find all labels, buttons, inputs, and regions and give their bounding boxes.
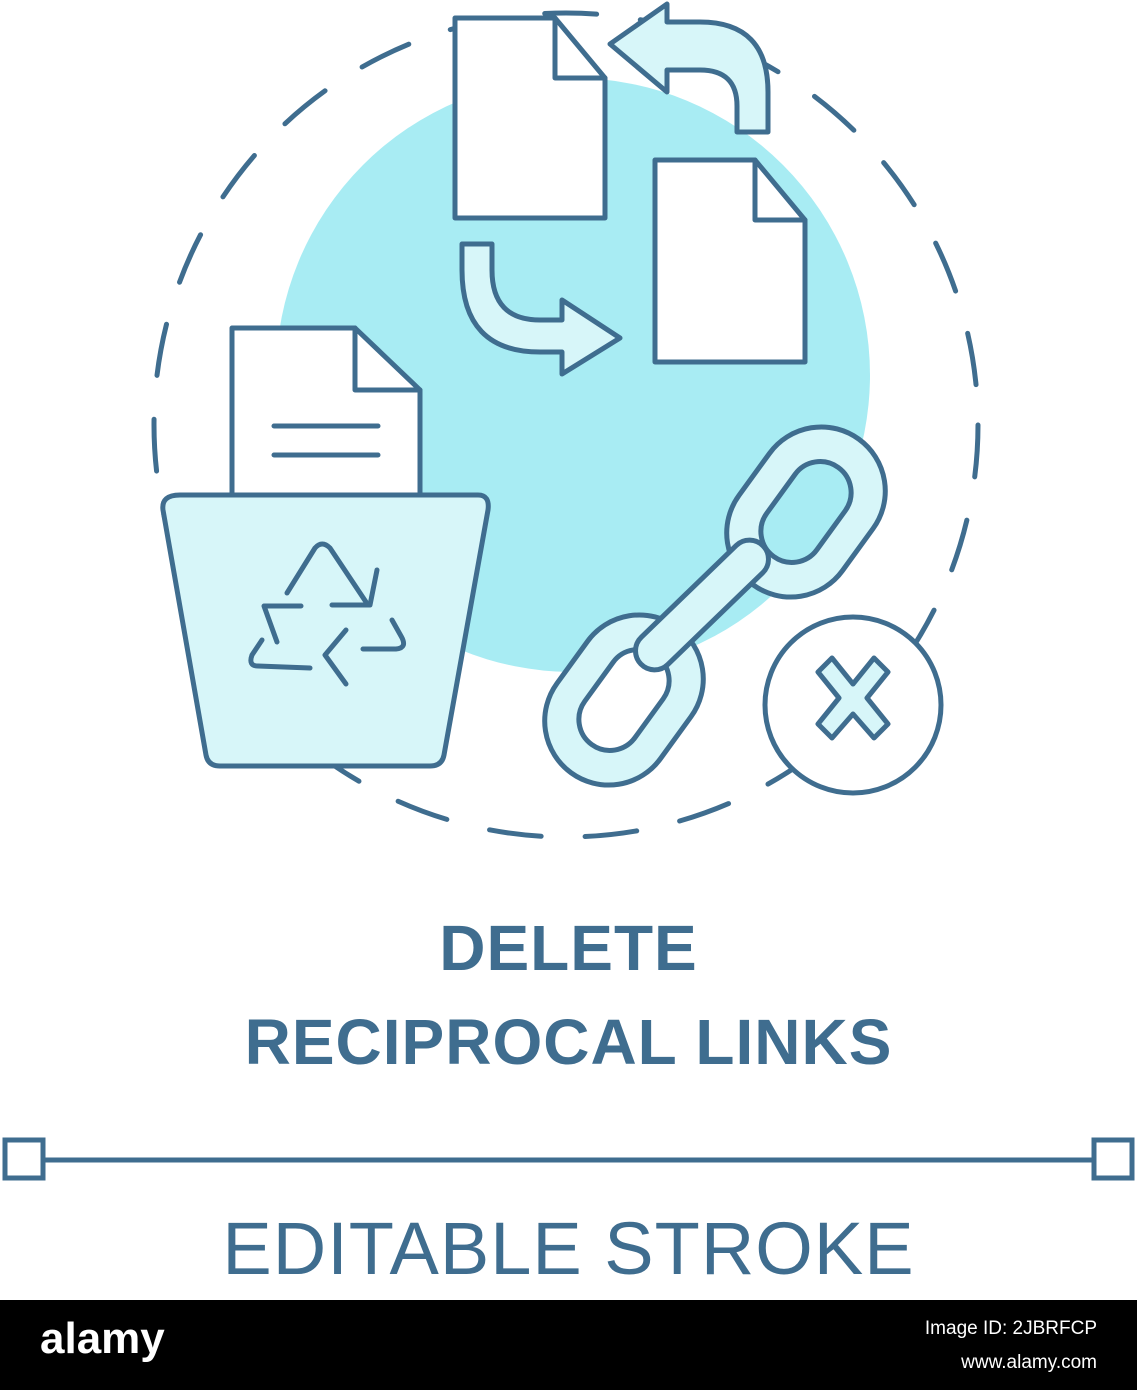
watermark-logo: alamy xyxy=(40,1314,165,1363)
document-icon xyxy=(452,15,608,221)
editable-stroke-divider xyxy=(2,1137,1135,1181)
curved-arrow-icon xyxy=(459,241,623,377)
title-line-2: RECIPROCAL LINKS xyxy=(244,1006,893,1078)
dashed-circle-icon xyxy=(151,10,981,840)
recycle-symbol-icon xyxy=(248,541,407,687)
watermark-image-id: Image ID: 2JBRFCP xyxy=(924,1318,1097,1339)
document-icon xyxy=(652,157,808,365)
watermark-site: www.alamy.com xyxy=(961,1352,1097,1374)
watermark-info: Image ID: 2JBRFCP www.alamy.com xyxy=(925,1312,1097,1380)
anchor-handle-left xyxy=(2,1137,46,1181)
title-line-1: DELETE xyxy=(439,912,698,984)
recycle-bin-icon xyxy=(160,492,491,769)
watermark-bar xyxy=(0,1300,1137,1390)
chain-link-icon xyxy=(542,424,888,788)
curved-arrow-icon xyxy=(607,1,771,135)
cancel-x-icon xyxy=(762,614,944,796)
subtitle: EDITABLE STROKE xyxy=(222,1207,915,1290)
concept-illustration xyxy=(151,1,981,840)
anchor-handle-right xyxy=(1091,1137,1135,1181)
